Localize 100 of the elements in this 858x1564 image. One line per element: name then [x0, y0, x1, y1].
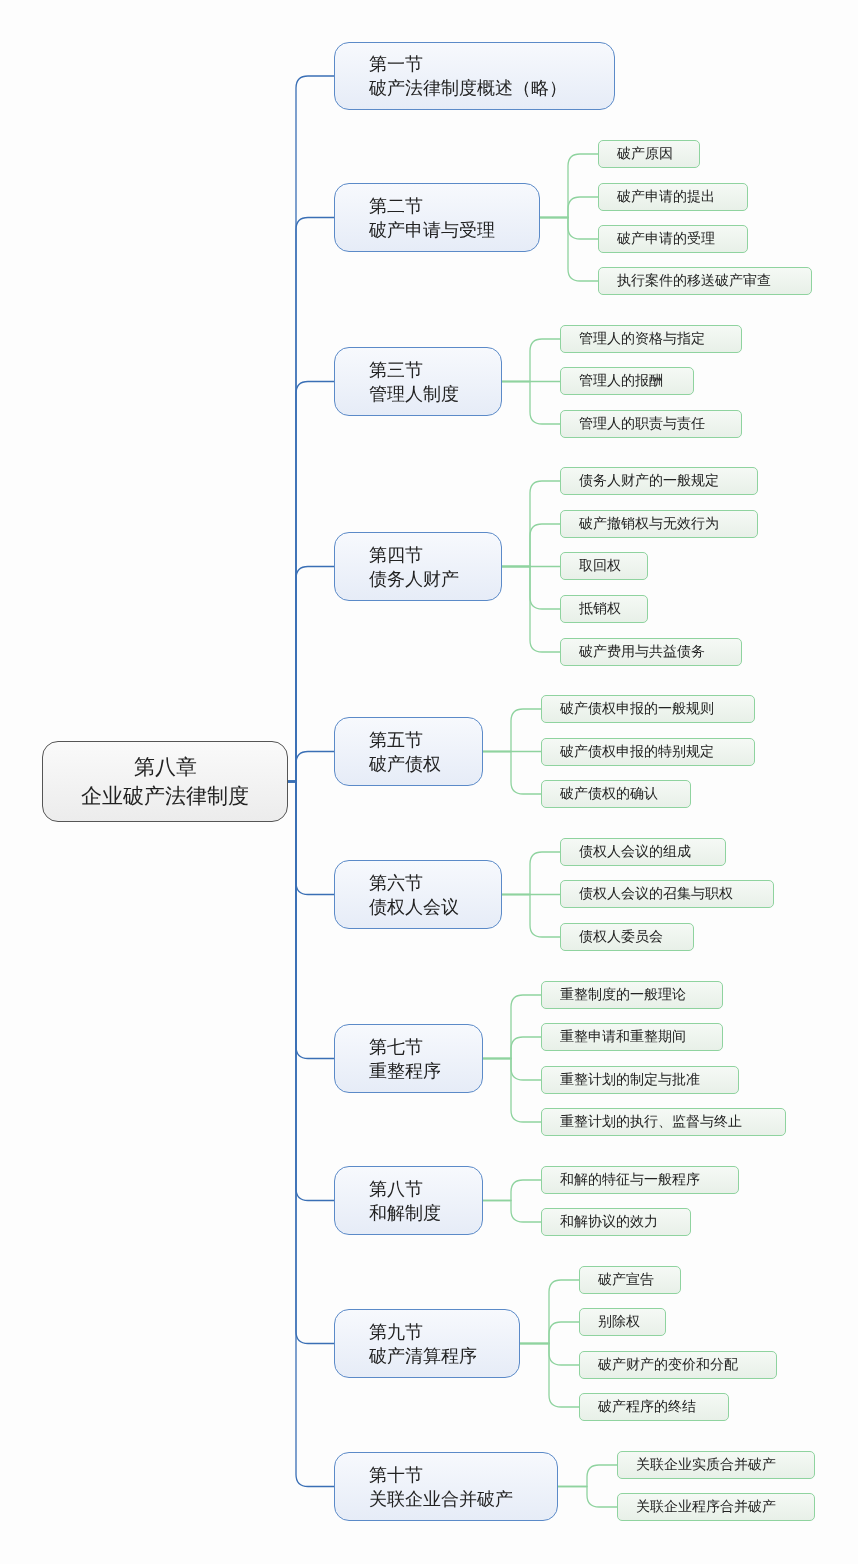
- topic-box: [560, 467, 758, 495]
- topic-label: 破产程序的终结: [598, 1398, 696, 1416]
- topic-box: [560, 638, 742, 666]
- section-box: [334, 1024, 483, 1093]
- topic-label: 关联企业程序合并破产: [636, 1498, 776, 1516]
- section-number: 第三节: [369, 357, 424, 382]
- topic-label: 债权人会议的召集与职权: [579, 885, 733, 903]
- topic-box: [617, 1451, 815, 1479]
- connector-line: [482, 750, 542, 795]
- topic-box: [541, 1208, 691, 1236]
- section-box: [334, 860, 502, 929]
- topic-box: [598, 140, 700, 168]
- topic-label: 债务人财产的一般规定: [579, 472, 719, 490]
- topic-box: [560, 367, 694, 395]
- topic-box: [579, 1393, 729, 1421]
- topic-label: 管理人的职责与责任: [579, 415, 705, 433]
- topic-box: [541, 780, 691, 808]
- chapter-box: [42, 741, 288, 822]
- topic-box: [598, 225, 748, 253]
- section-title: 破产清算程序: [369, 1343, 478, 1368]
- topic-label: 破产申请的受理: [617, 230, 715, 248]
- topic-label: 抵销权: [579, 600, 621, 618]
- topic-label: 破产宣告: [598, 1271, 654, 1289]
- section-number: 第六节: [369, 870, 424, 895]
- section-title: 债务人财产: [369, 566, 460, 591]
- section-title: 破产申请与受理: [369, 217, 496, 242]
- topic-box: [560, 838, 726, 866]
- section-title: 重整程序: [369, 1058, 442, 1083]
- topic-box: [560, 923, 694, 951]
- topic-box: [560, 595, 648, 623]
- connector-line: [482, 1199, 542, 1223]
- section-title: 破产法律制度概述（略）: [369, 76, 568, 100]
- topic-label: 债权人会议的组成: [579, 843, 691, 861]
- topic-box: [541, 1066, 739, 1094]
- connector-line: [482, 1057, 542, 1123]
- topic-label: 破产债权的确认: [560, 785, 658, 803]
- chapter-number: 第八章: [133, 753, 197, 781]
- connector-line: [501, 565, 561, 653]
- topic-box: [579, 1351, 777, 1379]
- topic-label: 破产撤销权与无效行为: [579, 515, 719, 533]
- topic-box: [541, 1166, 739, 1194]
- topic-label: 和解的特征与一般程序: [560, 1171, 700, 1189]
- topic-box: [560, 410, 742, 438]
- topic-label: 重整计划的执行、监督与终止: [560, 1113, 742, 1131]
- topic-label: 别除权: [598, 1313, 640, 1331]
- section-number: 第十节: [369, 1462, 424, 1487]
- section-title: 和解制度: [369, 1200, 442, 1225]
- connector-line: [501, 380, 561, 425]
- topic-label: 关联企业实质合并破产: [636, 1456, 776, 1474]
- section-number: 第五节: [369, 727, 424, 752]
- topic-label: 破产债权申报的特别规定: [560, 743, 714, 761]
- section-box: [334, 532, 502, 601]
- topic-box: [617, 1493, 815, 1521]
- topic-box: [560, 552, 648, 580]
- topic-label: 和解协议的效力: [560, 1213, 658, 1231]
- topic-label: 债权人委员会: [579, 928, 663, 946]
- topic-label: 取回权: [579, 557, 621, 575]
- connector-line: [539, 216, 599, 282]
- section-title: 管理人制度: [369, 381, 460, 406]
- section-box: [334, 717, 483, 786]
- section-box: [334, 1309, 520, 1378]
- topic-box: [579, 1266, 681, 1294]
- section-box: [334, 1166, 483, 1235]
- section-box: [334, 1452, 558, 1521]
- topic-box: [541, 981, 723, 1009]
- section-box: [334, 42, 615, 110]
- section-number: 第一节: [369, 52, 424, 76]
- topic-box: [541, 695, 755, 723]
- topic-box: [541, 738, 755, 766]
- topic-label: 重整申请和重整期间: [560, 1028, 686, 1046]
- section-number: 第八节: [369, 1176, 424, 1201]
- topic-label: 破产费用与共益债务: [579, 643, 705, 661]
- topic-box: [541, 1108, 786, 1136]
- chapter-title: 企业破产法律制度: [81, 782, 249, 810]
- section-number: 第七节: [369, 1034, 424, 1059]
- topic-box: [541, 1023, 723, 1051]
- topic-label: 管理人的资格与指定: [579, 330, 705, 348]
- section-box: [334, 347, 502, 416]
- connector-line: [501, 893, 561, 938]
- section-title: 破产债权: [369, 751, 442, 776]
- topic-label: 破产财产的变价和分配: [598, 1356, 738, 1374]
- topic-box: [598, 183, 748, 211]
- topic-label: 执行案件的移送破产审查: [617, 272, 771, 290]
- section-number: 第四节: [369, 542, 424, 567]
- topic-box: [560, 880, 774, 908]
- section-number: 第二节: [369, 193, 424, 218]
- topic-box: [560, 510, 758, 538]
- topic-box: [598, 267, 812, 295]
- topic-label: 破产原因: [617, 145, 673, 163]
- connector-line: [519, 1342, 580, 1408]
- topic-label: 管理人的报酬: [579, 372, 663, 390]
- section-title: 债权人会议: [369, 894, 460, 919]
- connector-line: [557, 1485, 618, 1508]
- topic-label: 破产债权申报的一般规则: [560, 700, 714, 718]
- section-box: [334, 183, 540, 252]
- section-number: 第九节: [369, 1319, 424, 1344]
- topic-box: [560, 325, 742, 353]
- topic-label: 重整计划的制定与批准: [560, 1071, 700, 1089]
- topic-label: 重整制度的一般理论: [560, 986, 686, 1004]
- topic-box: [579, 1308, 666, 1336]
